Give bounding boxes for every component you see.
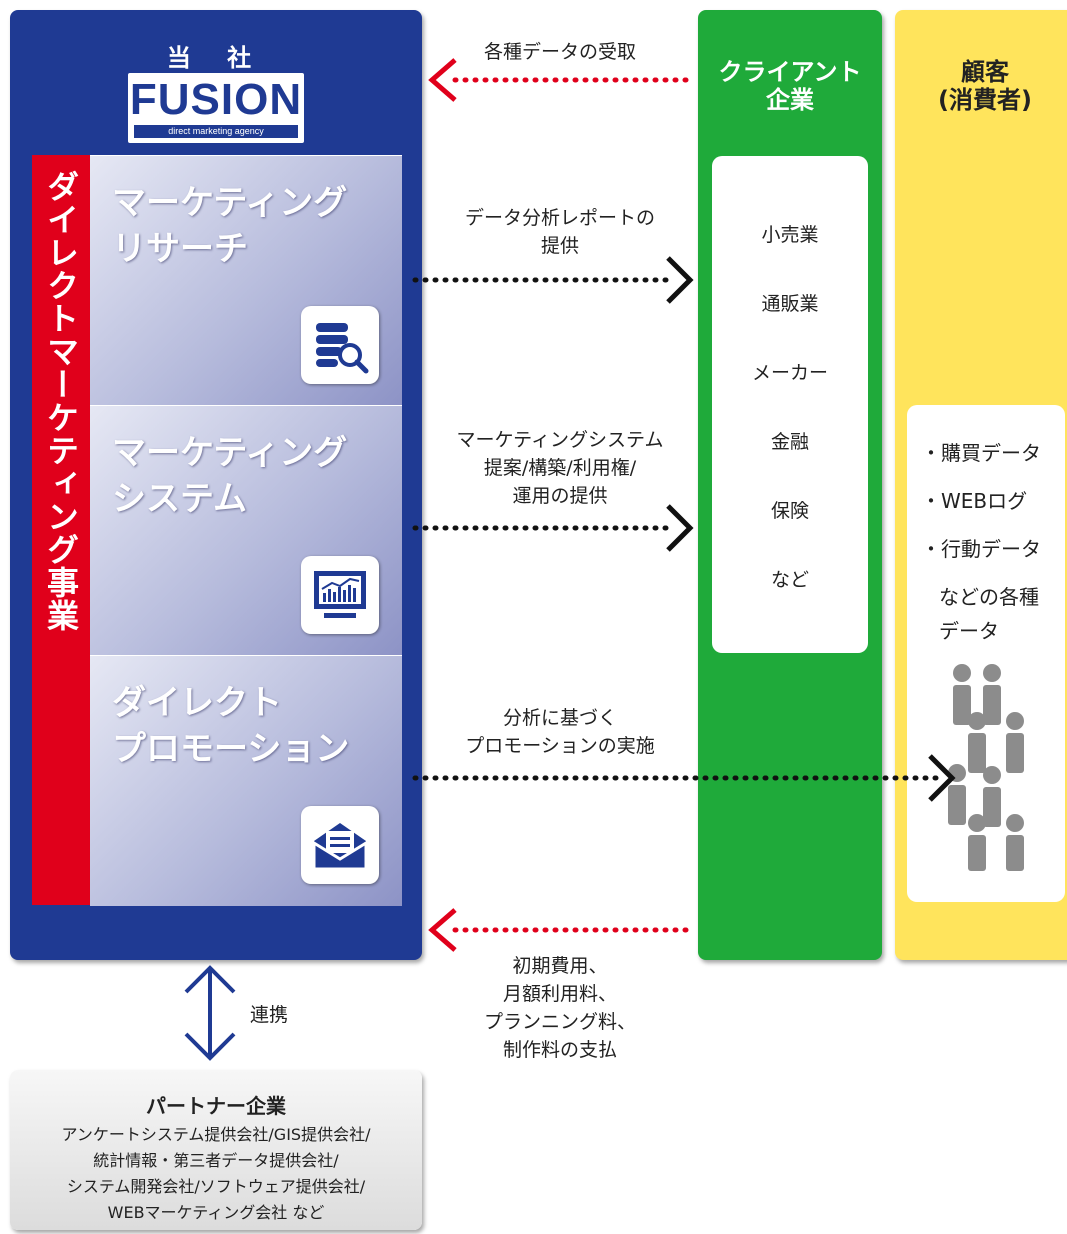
list-item: 通販業 bbox=[761, 293, 819, 315]
list-item: などの各種 bbox=[939, 585, 1039, 609]
database-search-icon bbox=[301, 306, 379, 384]
logo-wordmark: FUSION bbox=[129, 75, 303, 124]
mail-envelope-icon bbox=[301, 806, 379, 884]
list-item: ・購買データ bbox=[921, 441, 1041, 465]
list-item: 小売業 bbox=[761, 224, 819, 246]
research-arrow bbox=[412, 256, 694, 304]
link-label: 連携 bbox=[250, 1004, 289, 1026]
people-group-icon bbox=[948, 664, 1024, 871]
business-band bbox=[32, 155, 90, 905]
fees-arrow bbox=[428, 908, 698, 952]
consumer-data-list: ・購買データ ・WEBログ ・行動データ などの各種 データ bbox=[907, 405, 1065, 902]
list-item: データ bbox=[939, 619, 999, 643]
flow-label-fees: 初期費用、 月額利用料、 プランニング料、 制作料の支払 bbox=[483, 955, 636, 1061]
flow-label-promotion: 分析に基づく プロモーションの実施 bbox=[465, 707, 655, 757]
consumer-panel: 顧客 (消費者) ・購買データ ・WEBログ ・行動データ などの各種 データ bbox=[895, 10, 1067, 960]
list-item: ・WEBログ bbox=[921, 489, 1028, 513]
service-block-research: マーケティング リサーチ bbox=[90, 155, 402, 406]
chart-monitor-icon bbox=[301, 556, 379, 634]
system-arrow bbox=[412, 504, 694, 552]
flow-label-system: マーケティングシステム 提案/構築/利用権/ 運用の提供 bbox=[456, 429, 664, 507]
service-title: ダイレクト プロモーション bbox=[112, 683, 350, 769]
service-title: マーケティング リサーチ bbox=[112, 183, 348, 269]
company-title: 当 社 bbox=[166, 44, 266, 72]
consumer-title: 顧客 (消費者) bbox=[938, 58, 1032, 114]
client-panel: クライアント 企業 小売業 通販業 メーカー 金融 保険 など bbox=[698, 10, 882, 960]
list-item: など bbox=[770, 569, 809, 591]
partner-title: パートナー企業 bbox=[146, 1094, 286, 1118]
list-item: 保険 bbox=[770, 500, 809, 522]
list-item: メーカー bbox=[751, 362, 828, 384]
flow-label-data-receive: 各種データの受取 bbox=[483, 41, 636, 63]
list-item: ・行動データ bbox=[921, 537, 1041, 561]
service-block-promotion: ダイレクト プロモーション bbox=[90, 655, 402, 906]
industry-list: 小売業 通販業 メーカー 金融 保険 など bbox=[712, 156, 868, 653]
service-title: マーケティング システム bbox=[112, 433, 348, 519]
partner-panel: パートナー企業 アンケートシステム提供会社/GIS提供会社/ 統計情報・第三者デ… bbox=[10, 1070, 422, 1230]
company-panel: 当 社 FUSION direct marketing agency ダイレクト… bbox=[10, 10, 422, 960]
promotion-arrow bbox=[412, 754, 956, 802]
fusion-logo: FUSION direct marketing agency bbox=[128, 73, 304, 143]
client-title: クライアント 企業 bbox=[718, 58, 862, 114]
business-label: ダイレクトマーケティング事業 bbox=[42, 170, 80, 632]
list-item: 金融 bbox=[770, 431, 809, 453]
partner-description: アンケートシステム提供会社/GIS提供会社/ 統計情報・第三者データ提供会社/ … bbox=[61, 1125, 371, 1222]
logo-tagline: direct marketing agency bbox=[134, 125, 298, 138]
flow-label-research: データ分析レポートの 提供 bbox=[464, 207, 655, 257]
data-receive-arrow bbox=[428, 58, 698, 102]
link-arrow bbox=[184, 965, 236, 1061]
service-block-system: マーケティング システム bbox=[90, 405, 402, 656]
